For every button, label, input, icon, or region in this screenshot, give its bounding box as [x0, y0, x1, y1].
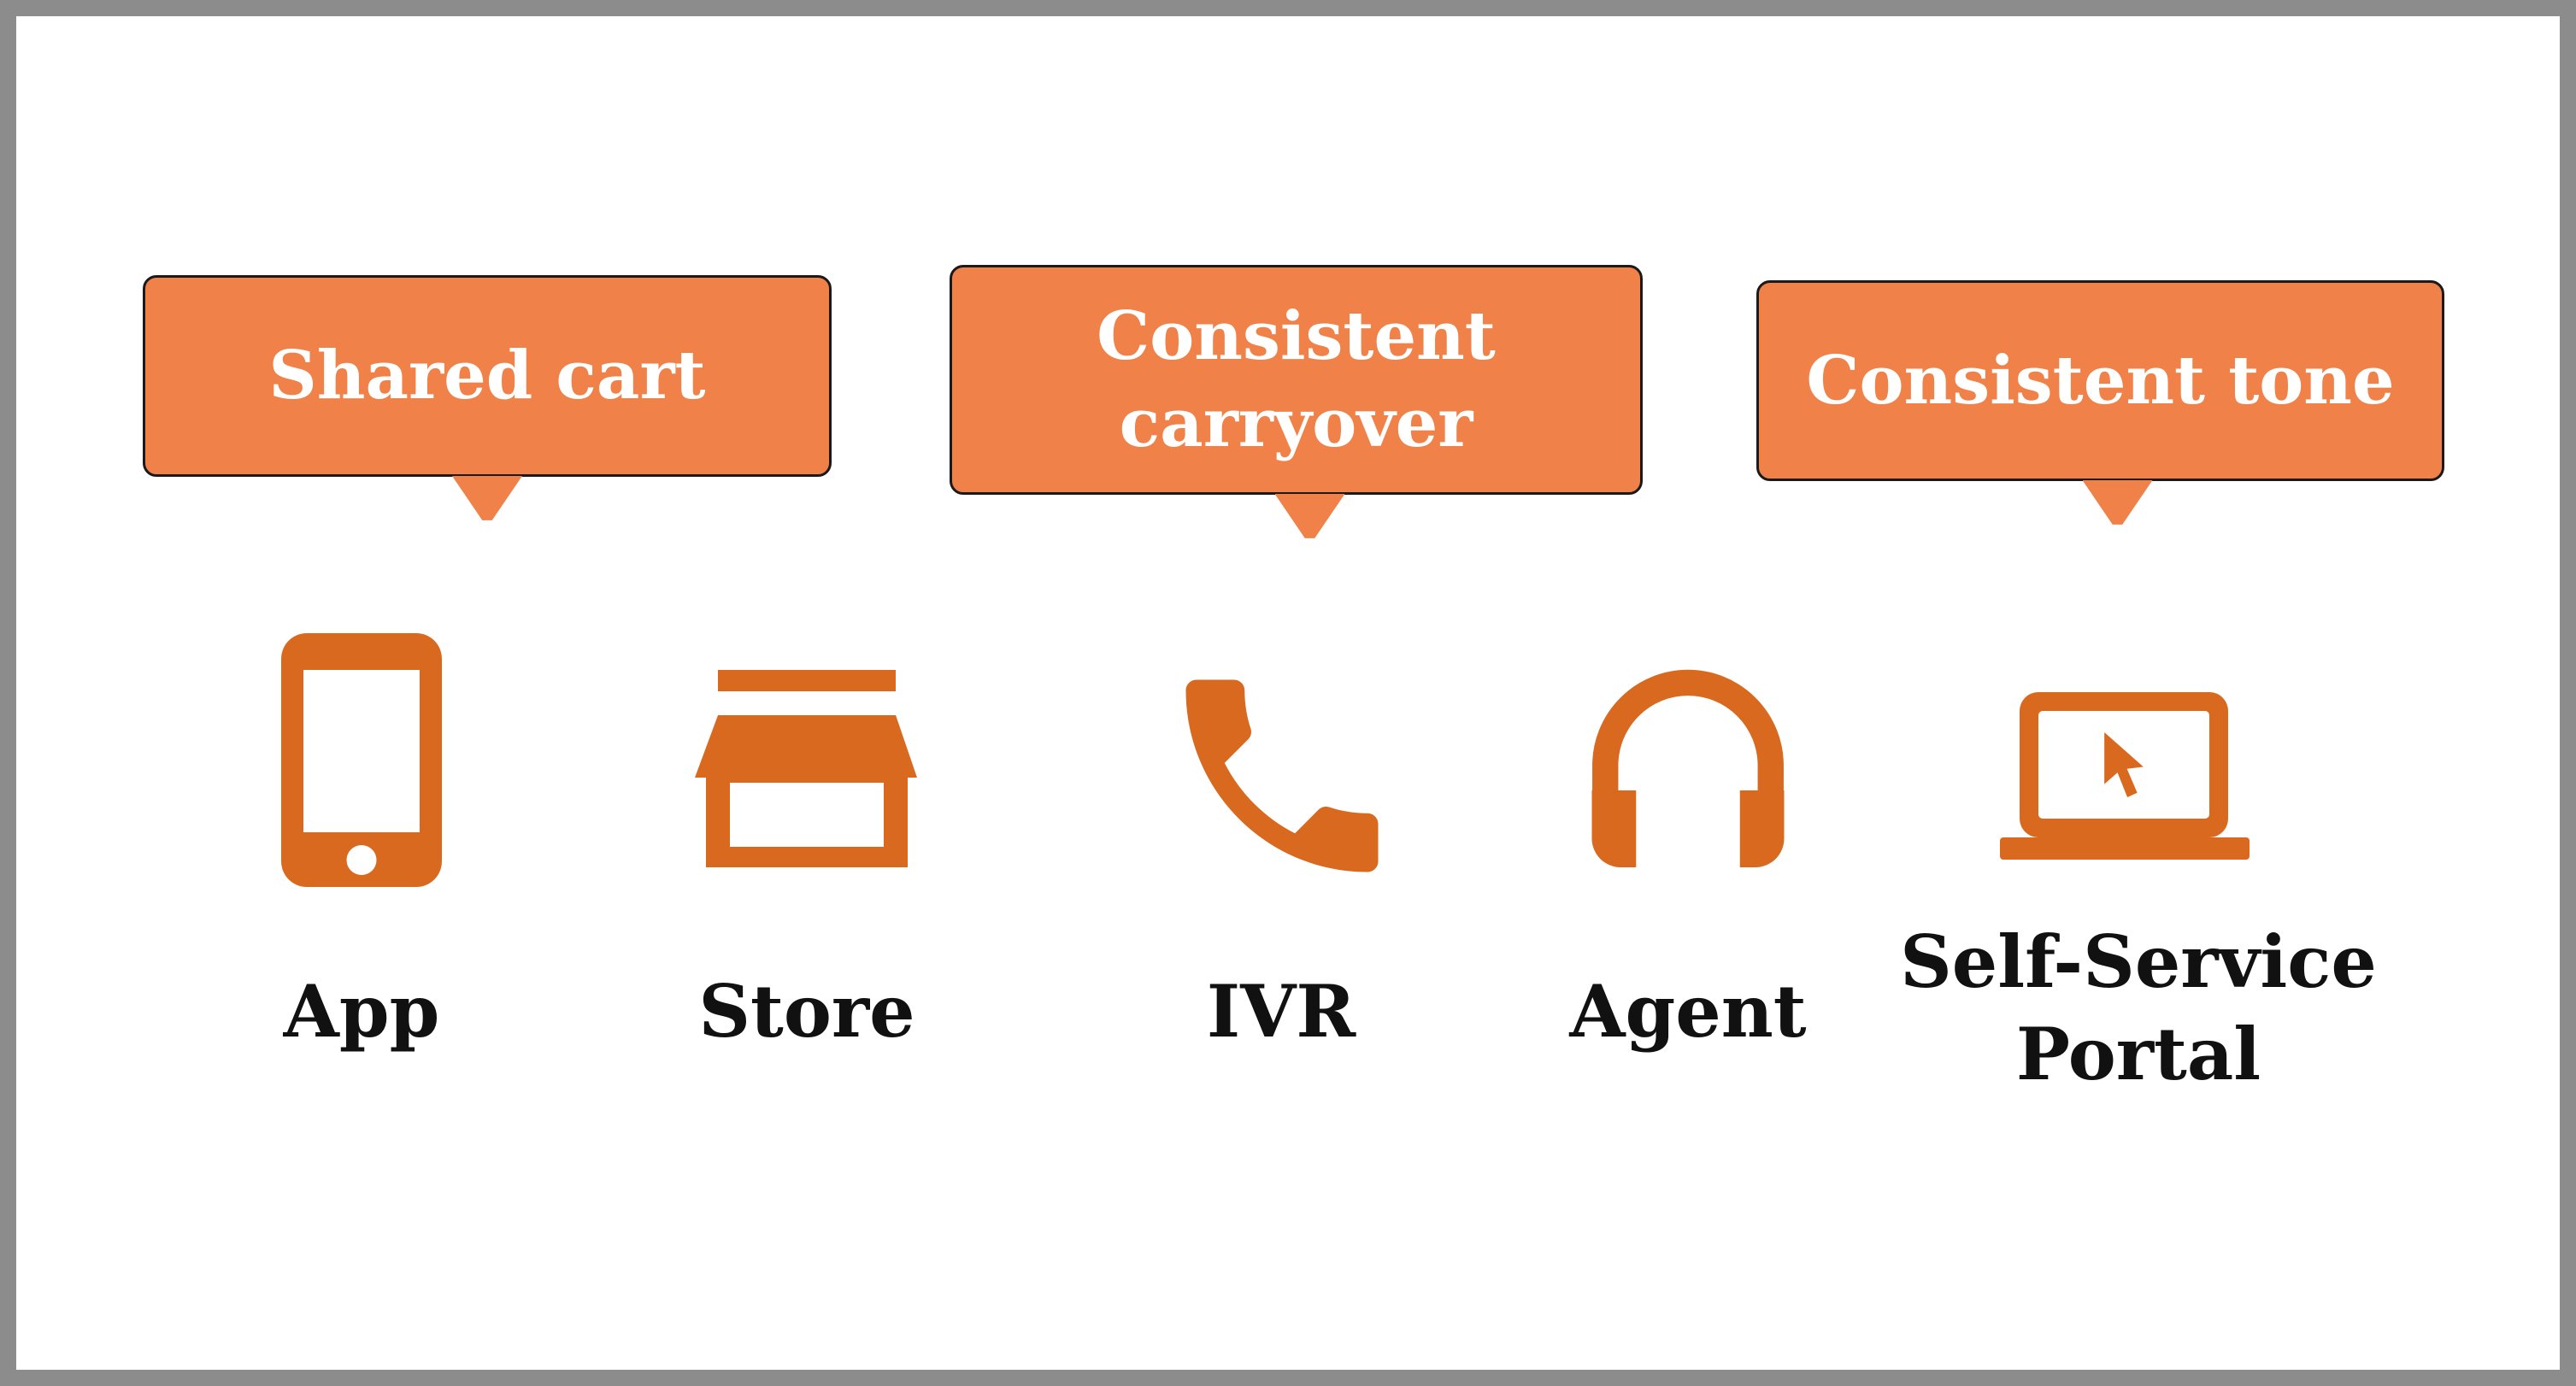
laptop-screen: [2020, 692, 2228, 837]
storefront-icon: [695, 670, 917, 867]
station-label-self-service-portal: Self-Service Portal: [1900, 919, 2377, 1096]
callout-tail: [1274, 494, 1345, 538]
laptop-display: [2038, 711, 2209, 819]
station-label-agent: Agent: [1569, 969, 1807, 1054]
headphones-icon: [1591, 669, 1785, 867]
callout-consistent-tone-label: Consistent tone: [1806, 341, 2395, 420]
callout-shared-cart-label: Shared cart: [268, 337, 706, 415]
callout-consistent-carryover-label: Consistent carryover: [1097, 297, 1496, 462]
storefront-awning: [695, 715, 917, 778]
callout-tail: [2082, 480, 2153, 525]
storefront-topbar: [718, 670, 896, 691]
station-label-app: App: [283, 969, 440, 1054]
smartphone-home-button: [346, 845, 377, 875]
smartphone-screen: [303, 670, 420, 832]
callout-shared-cart: Shared cart: [143, 275, 832, 520]
station-label-ivr: IVR: [1206, 969, 1356, 1054]
callout-tail: [452, 476, 522, 520]
storefront-window: [730, 783, 884, 847]
laptop-base: [2000, 837, 2250, 860]
phone-handset-icon: [1185, 679, 1379, 872]
laptop-cursor-icon: [2000, 692, 2250, 860]
station-label-store: Store: [698, 969, 915, 1054]
storefront-body: [706, 776, 908, 867]
smartphone-icon: [281, 633, 442, 887]
mouse-cursor-icon: [2104, 732, 2144, 797]
callout-consistent-carryover: Consistent carryover: [950, 265, 1643, 538]
callout-consistent-tone: Consistent tone: [1756, 280, 2444, 525]
